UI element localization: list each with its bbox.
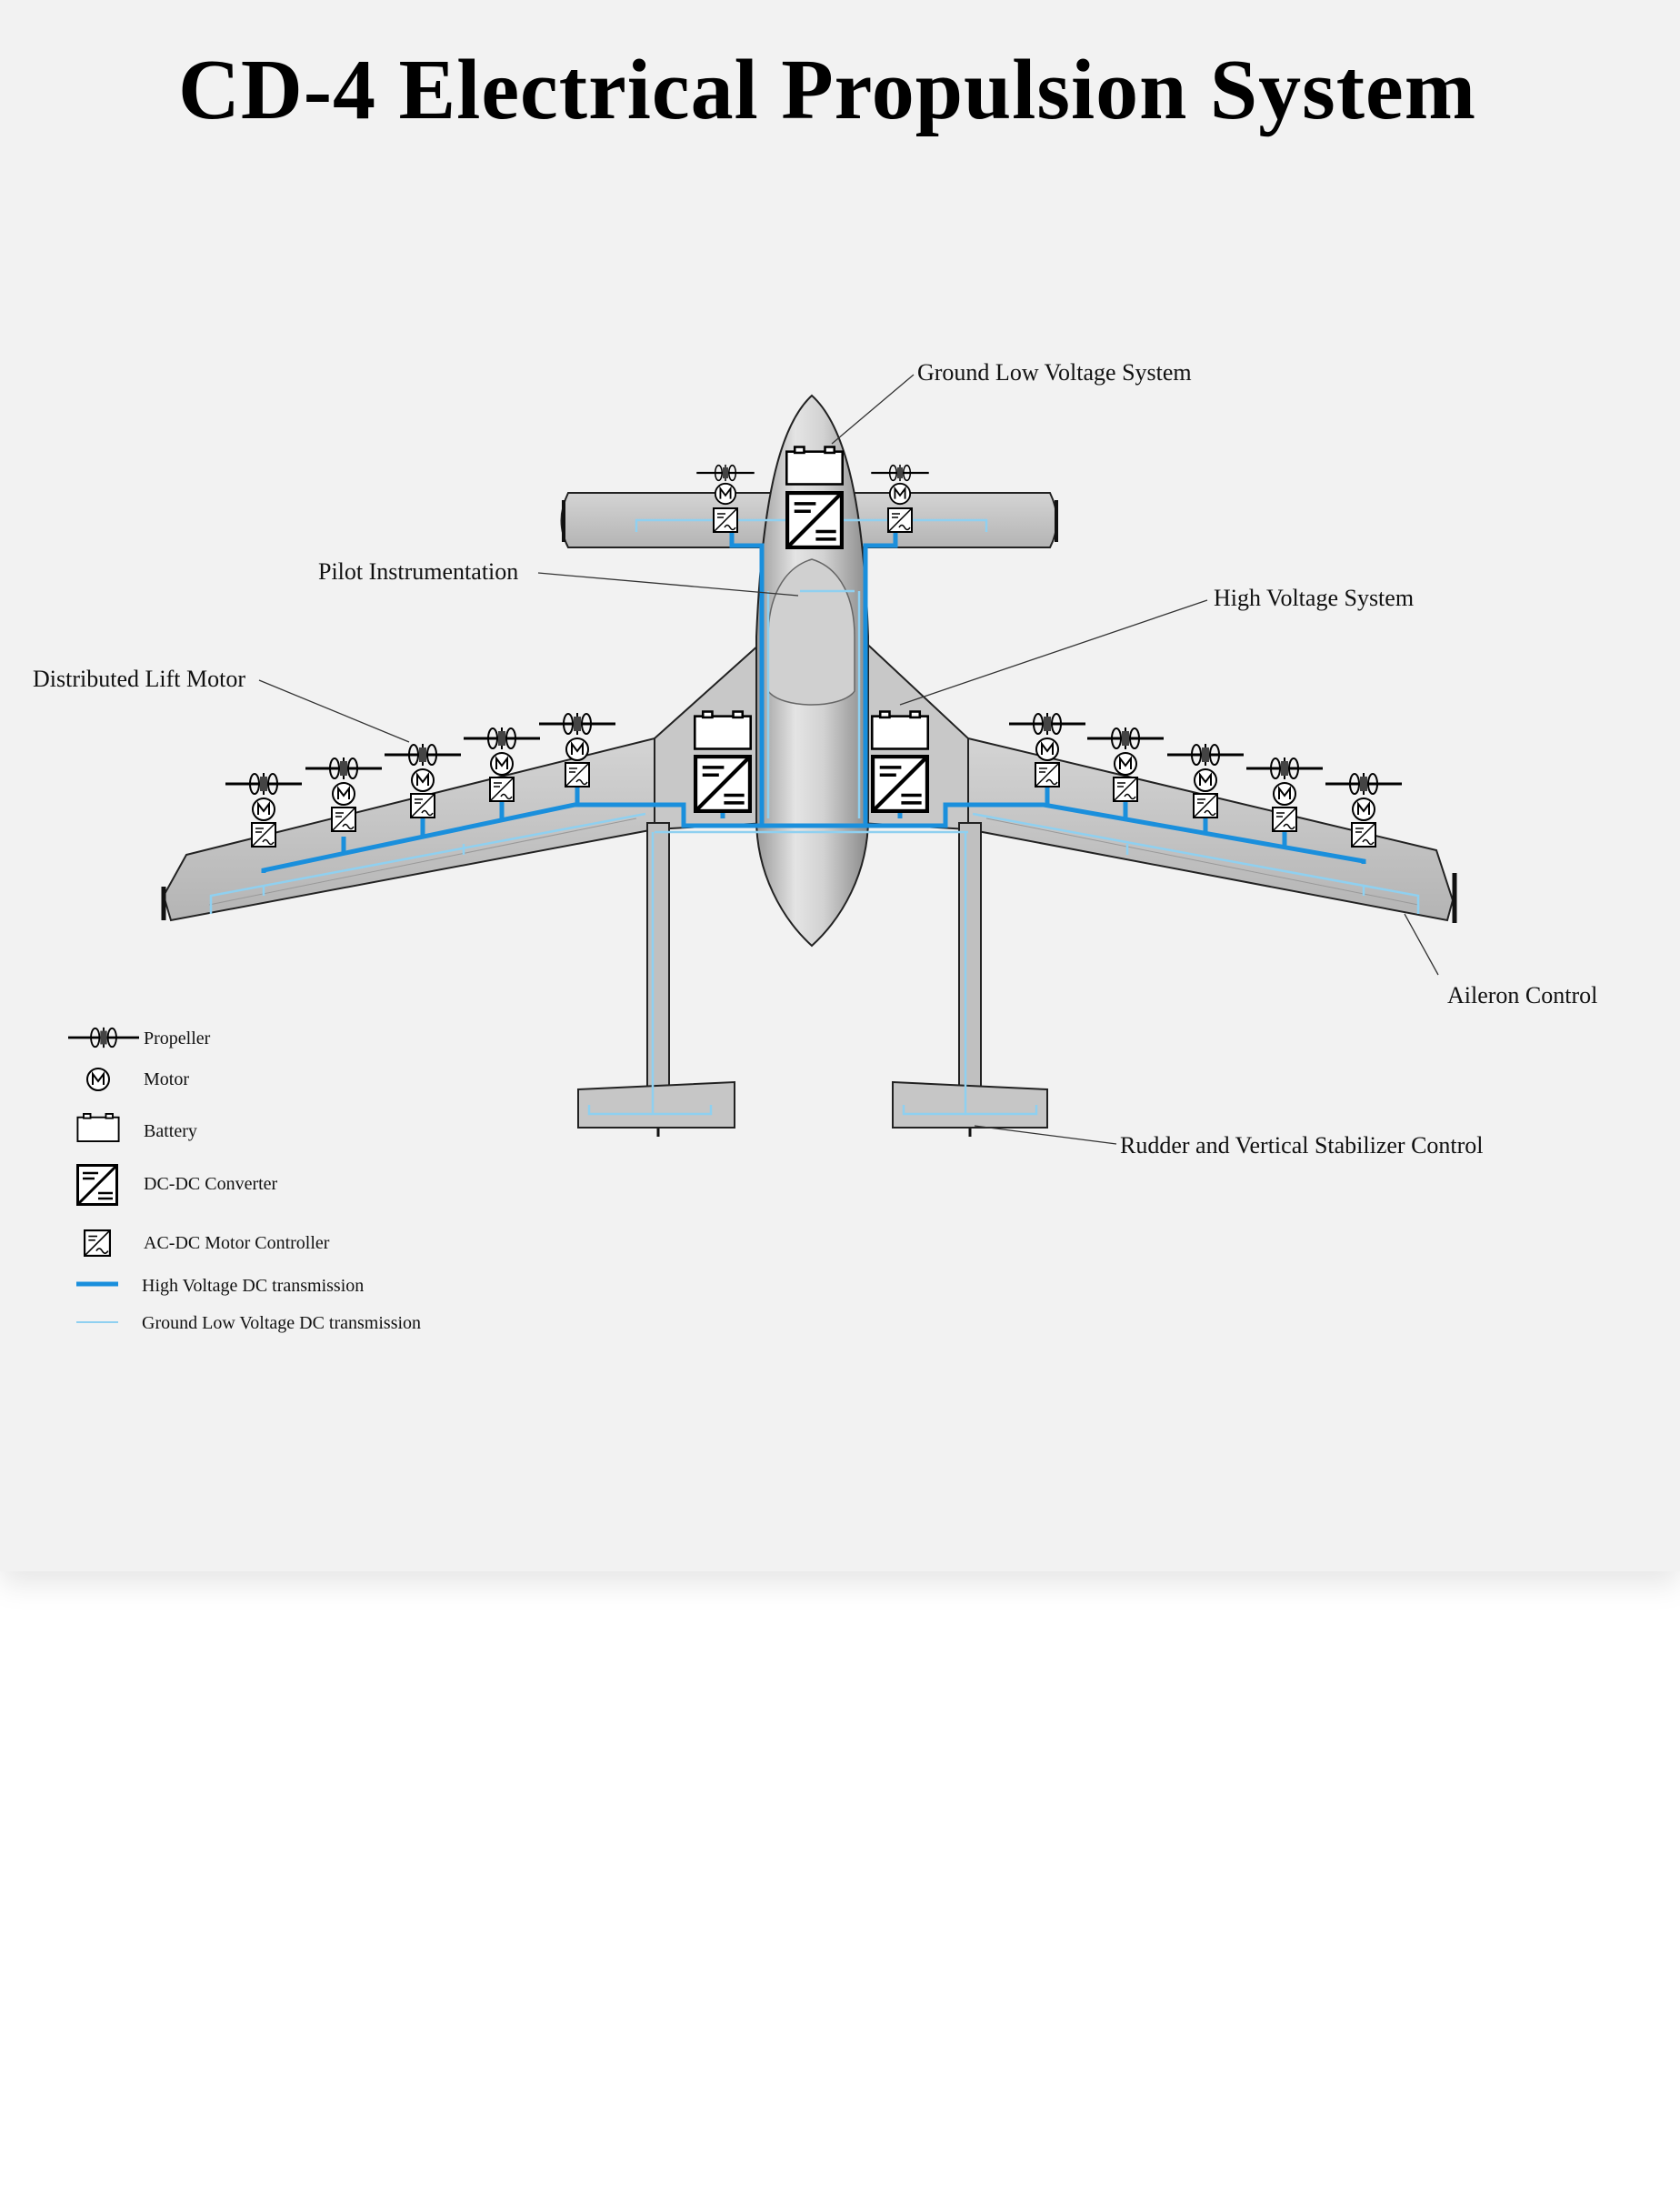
legend-propeller: Propeller (144, 1028, 211, 1048)
callout-distributed-lift-motor: Distributed Lift Motor (33, 666, 245, 692)
right-hv-battery-icon (872, 712, 927, 749)
callout-high-voltage: High Voltage System (1214, 585, 1414, 611)
left-tail-boom (647, 823, 669, 1096)
legend-lv-transmission: Ground Low Voltage DC transmission (142, 1313, 421, 1333)
legend-dcdc-converter: DC-DC Converter (144, 1174, 278, 1194)
callout-pilot-instrumentation: Pilot Instrumentation (318, 558, 518, 585)
left-hv-battery-icon (695, 712, 750, 749)
legend-hv-transmission: High Voltage DC transmission (142, 1276, 364, 1296)
nose-battery-icon (786, 447, 842, 485)
right-tail-boom (959, 823, 981, 1096)
legend-motor: Motor (144, 1069, 189, 1089)
legend-battery: Battery (144, 1121, 197, 1141)
callout-aileron-control: Aileron Control (1447, 982, 1597, 1008)
dcdc-converter-icon (78, 1166, 117, 1205)
motor-controller-icon (85, 1230, 110, 1256)
callout-ground-low-voltage: Ground Low Voltage System (917, 359, 1192, 386)
legend-acdc-controller: AC-DC Motor Controller (144, 1233, 330, 1253)
propeller-icon (68, 1028, 139, 1048)
left-hv-converter-icon (695, 757, 750, 811)
right-hv-converter-icon (873, 757, 927, 811)
right-tail-stabilizer (893, 1082, 1047, 1128)
callout-rudder-control: Rudder and Vertical Stabilizer Control (1120, 1132, 1484, 1159)
legend: Propeller Motor Battery DC-DC Converter … (68, 1028, 421, 1333)
propulsion-diagram: Ground Low Voltage System Pilot Instrume… (0, 0, 1680, 1571)
nose-converter-icon (787, 493, 842, 547)
battery-icon (77, 1114, 118, 1141)
motor-icon (87, 1068, 109, 1090)
